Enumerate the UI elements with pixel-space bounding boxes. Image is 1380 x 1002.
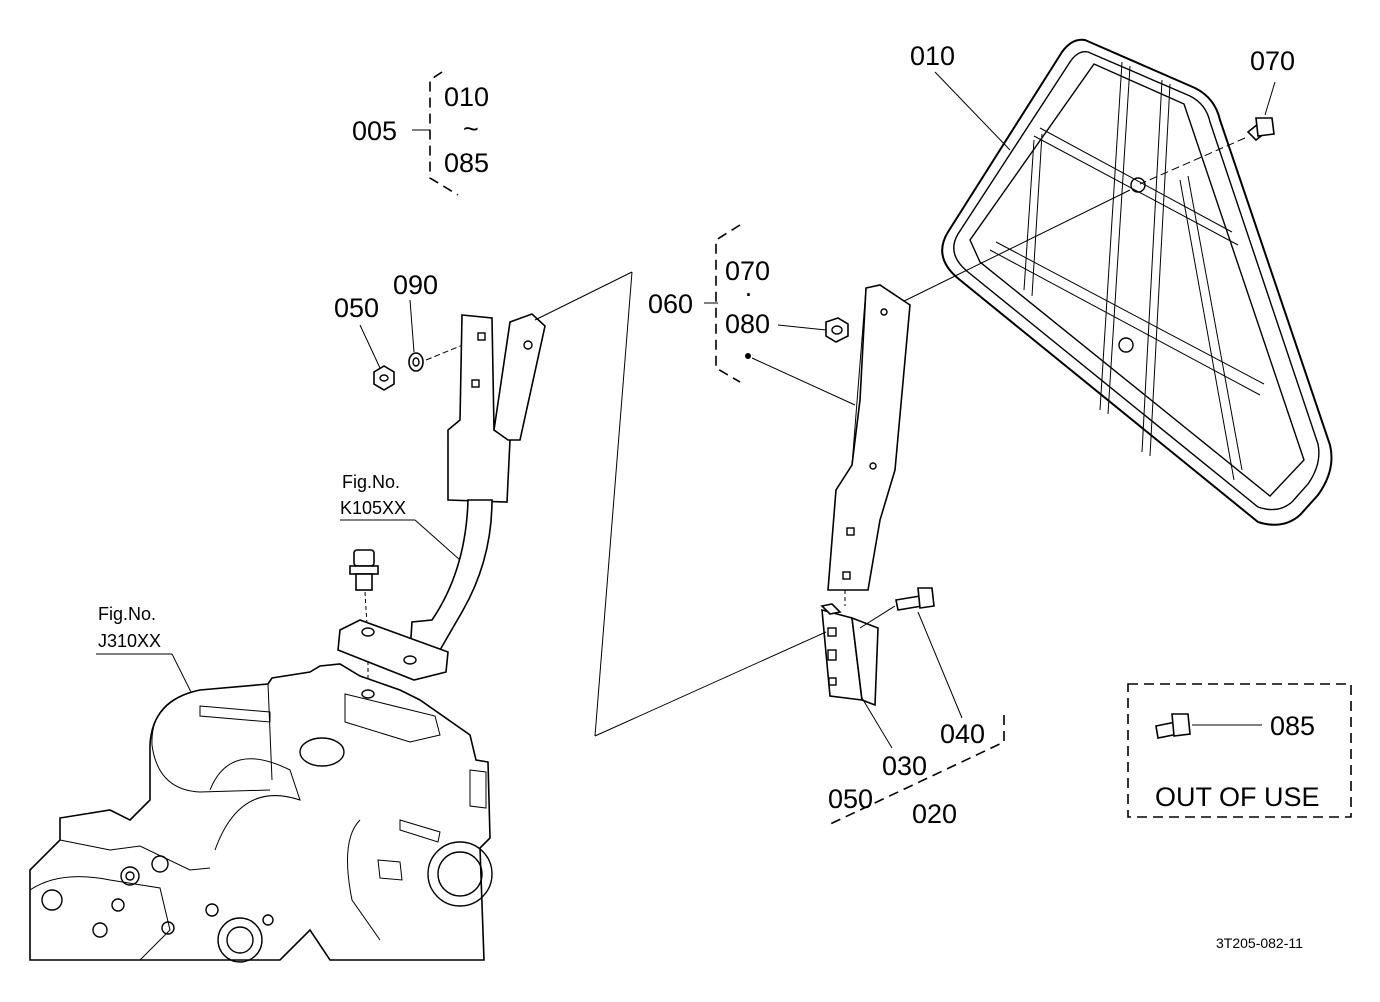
callout-040: 040	[940, 719, 985, 749]
callout-060-b: 080	[725, 309, 770, 339]
ref-k105-code: K105XX	[340, 498, 406, 518]
support-bracket-left	[447, 313, 546, 503]
ref-k105-title: Fig.No.	[342, 472, 400, 492]
callout-030: 030	[882, 751, 927, 781]
transmission-housing	[29, 663, 493, 963]
out-of-use-box	[1127, 683, 1352, 818]
bolt-040-icon	[895, 587, 935, 611]
support-bracket-right	[827, 284, 911, 591]
nut-080-icon	[825, 317, 849, 343]
callout-085-box: 085	[1270, 711, 1315, 741]
drawing-code: 3T205-082-11	[1216, 935, 1303, 951]
grille-panel	[941, 38, 1333, 526]
bolt-085-icon	[1155, 713, 1191, 739]
callout-060: 060	[648, 289, 693, 319]
callout-050-bottom: 050	[828, 784, 873, 814]
leader-070	[1264, 81, 1276, 116]
callout-060-a: 070	[725, 256, 770, 286]
callout-005-to: 085	[444, 148, 489, 178]
callout-090: 090	[393, 270, 438, 300]
washer-090-icon	[408, 352, 424, 372]
callout-005-from: 010	[444, 82, 489, 112]
callout-020: 020	[912, 799, 957, 829]
ref-j310-title: Fig.No.	[98, 604, 156, 624]
latch-030	[820, 603, 879, 707]
callout-010: 010	[910, 41, 955, 71]
callout-005-tilde: ~	[463, 114, 479, 144]
leader-010	[934, 71, 1011, 151]
callout-050-left: 050	[334, 293, 379, 323]
nut-050-icon	[373, 365, 395, 391]
pedal-arm	[409, 499, 493, 653]
bolt-plate-icon	[349, 549, 379, 591]
callout-060-dot: ·	[744, 278, 753, 308]
callout-005: 005	[352, 116, 397, 146]
ref-j310-code: J310XX	[98, 631, 161, 651]
screw-070-icon	[1246, 117, 1275, 142]
out-of-use-label: OUT OF USE	[1155, 782, 1320, 812]
callout-070-top: 070	[1250, 46, 1295, 76]
